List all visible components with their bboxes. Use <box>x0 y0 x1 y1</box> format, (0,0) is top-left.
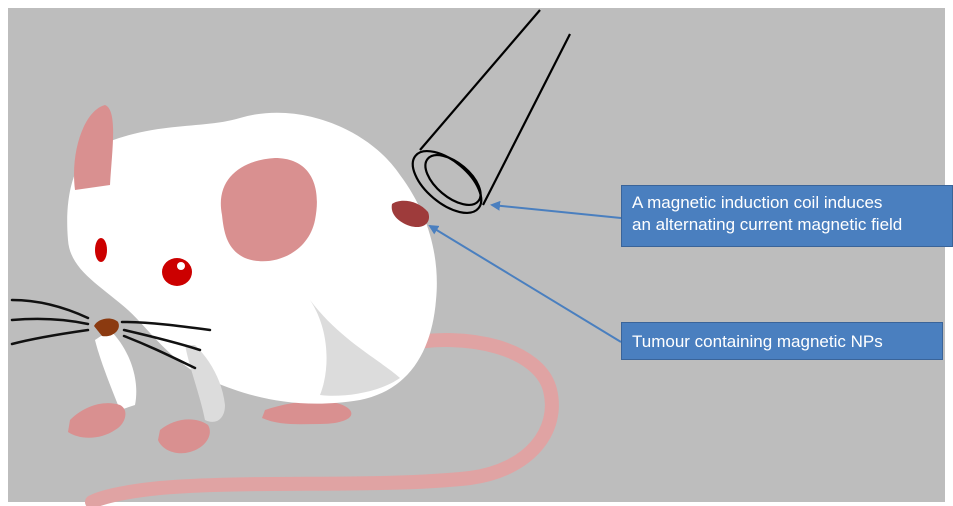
mouse-eye-right <box>162 258 192 286</box>
mouse-eye-left <box>95 238 107 262</box>
tumour-callout-label: Tumour containing magnetic NPs <box>621 322 943 360</box>
coil-callout-label: A magnetic induction coil induces an alt… <box>621 185 953 247</box>
mouse-eye-highlight <box>177 262 185 270</box>
